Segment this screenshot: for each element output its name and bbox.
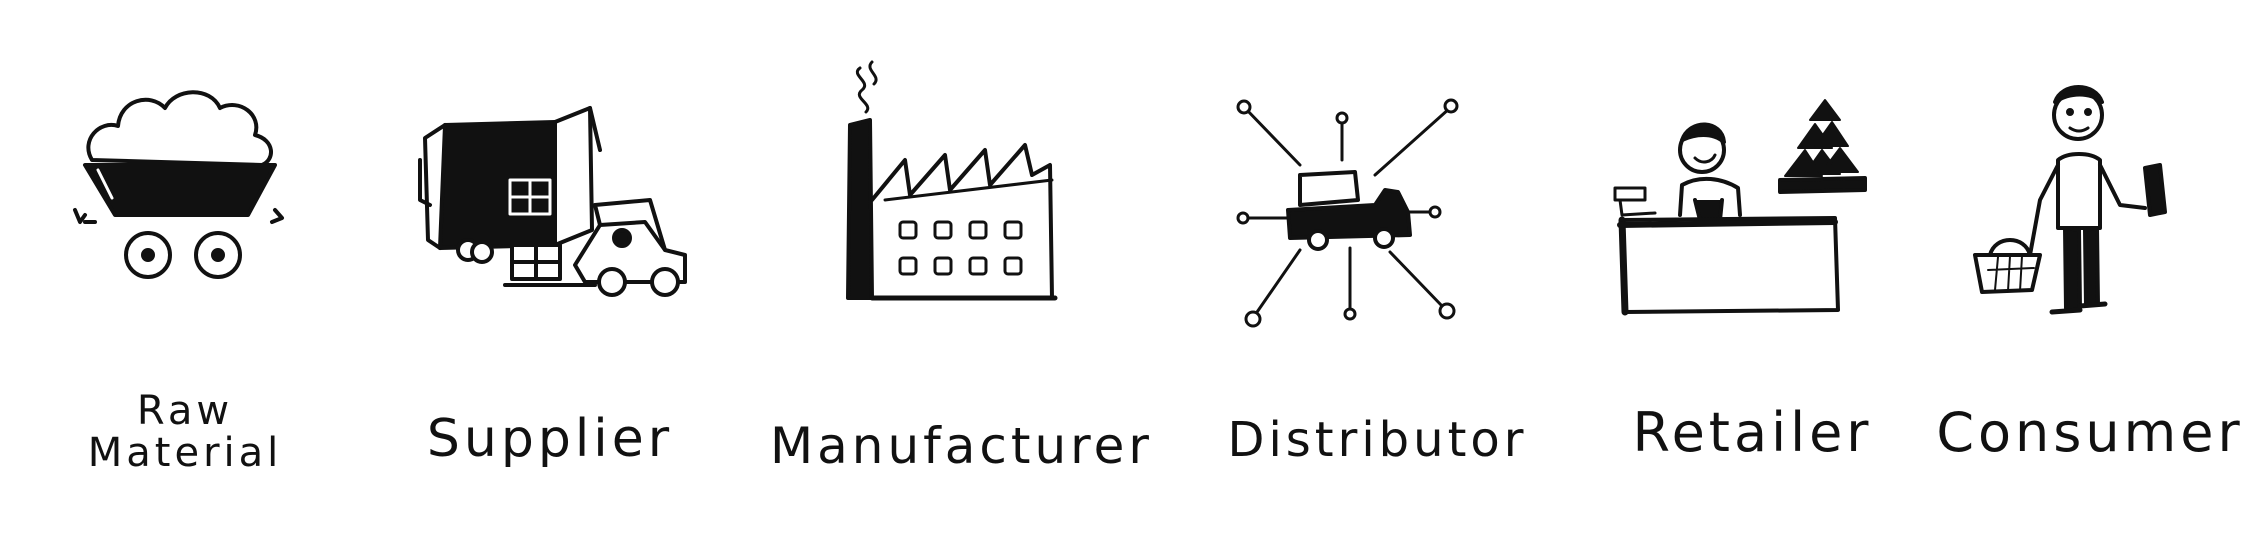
stage-label-retailer: Retailer [1632,401,1873,464]
distribution-truck-icon [1236,98,1459,328]
stage-label-supplier: Supplier [426,409,674,469]
shop-counter-icon [1613,99,1867,316]
stage-label-consumer: Consumer [1936,401,2244,464]
label-line: Raw [136,388,234,434]
shopper-icon [1973,85,2167,315]
mine-cart-icon [73,90,284,279]
stage-label-manufacturer: Manufacturer [770,417,1153,475]
stage-label-raw-material: Raw Material [60,390,310,474]
label-line: Material [87,430,283,476]
stage-label-distributor: Distributor [1227,412,1528,468]
truck-forklift-icon [418,106,687,297]
factory-icon [846,60,1058,301]
